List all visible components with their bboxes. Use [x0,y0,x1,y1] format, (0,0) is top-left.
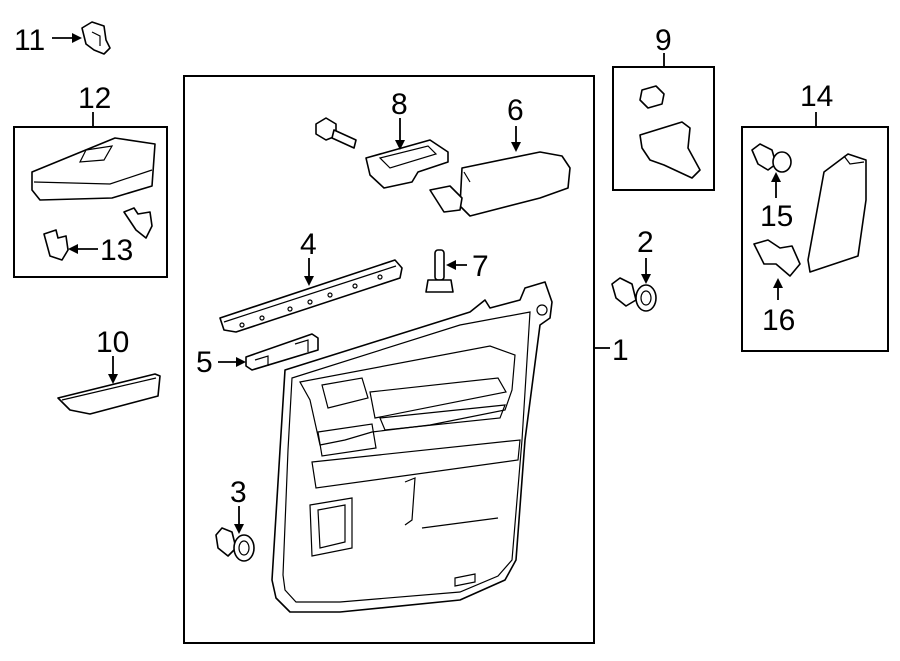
clip-icon-11 [81,21,111,55]
garnish-and-fasteners-icon [751,143,867,277]
callout-3: 3 [230,476,247,509]
callout-15: 15 [760,200,793,233]
callout-14: 14 [800,80,833,113]
small-bracket-icon [245,333,319,371]
push-clip-icon-3 [215,527,255,562]
part-14-frame [741,126,889,352]
callout-2: 2 [637,226,654,259]
callout-13: 13 [100,234,133,267]
callout-7: 7 [472,250,489,283]
nut-and-bracket-icon [639,85,701,179]
callout-6: 6 [507,94,524,127]
callout-16: 16 [762,304,795,337]
armrest-icon [429,151,571,217]
door-trim-panel-icon [271,281,553,613]
part-12-frame [13,126,168,278]
screw-icon [425,249,454,293]
callout-9: 9 [655,24,672,57]
callout-12: 12 [78,82,111,115]
callout-1: 1 [612,334,629,367]
bracket-strip-icon [219,259,403,333]
trim-strip-icon [57,373,161,415]
callout-11: 11 [14,24,45,57]
cover-and-clips-icon [31,137,156,261]
callout-5: 5 [196,346,213,379]
callout-10: 10 [96,326,129,359]
callout-4: 4 [300,228,317,261]
switch-bezel-icon [365,139,449,189]
bolt-icon [315,117,357,149]
callout-8: 8 [391,88,408,121]
main-group-frame [183,75,595,644]
push-clip-icon-2 [611,277,657,312]
